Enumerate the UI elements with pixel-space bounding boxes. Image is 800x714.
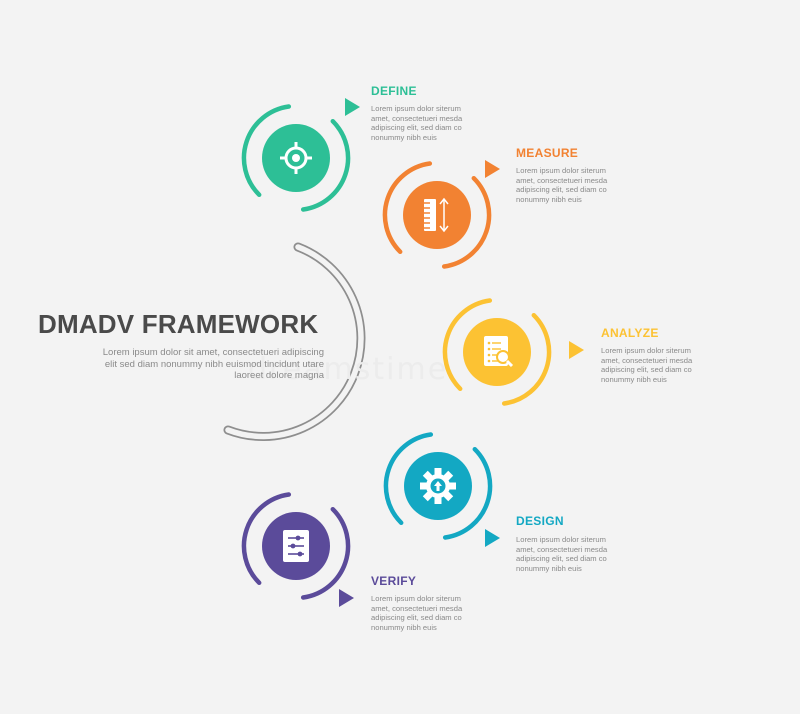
step-description: Lorem ipsum dolor siterum amet, consecte… (371, 104, 463, 142)
step-verify (241, 492, 354, 607)
step-label-verify: VERIFY (371, 574, 417, 588)
pointer-triangle (345, 98, 360, 116)
step-analyze (442, 298, 584, 406)
step-circle (403, 181, 471, 249)
step-arc-right (300, 506, 351, 600)
step-arc-left (442, 298, 493, 392)
step-arc-left (241, 104, 292, 198)
central-arc (223, 242, 366, 441)
step-arc-right (501, 312, 552, 406)
pointer-triangle (485, 160, 500, 178)
ruler-icon (424, 197, 449, 233)
step-description: Lorem ipsum dolor siterum amet, consecte… (516, 535, 608, 573)
step-define (241, 98, 360, 212)
step-arc-left (383, 432, 434, 526)
step-arc-right (300, 118, 351, 212)
gear-icon (420, 468, 456, 504)
step-label-analyze: ANALYZE (601, 326, 659, 340)
sliders-icon (283, 530, 309, 562)
step-arc-left (241, 492, 292, 586)
step-description: Lorem ipsum dolor siterum amet, consecte… (516, 166, 608, 204)
step-description: Lorem ipsum dolor siterum amet, consecte… (601, 346, 693, 384)
pointer-triangle (569, 341, 584, 359)
step-arc-right (441, 175, 492, 269)
step-label-define: DEFINE (371, 84, 417, 98)
step-design (383, 432, 500, 547)
step-description: Lorem ipsum dolor siterum amet, consecte… (371, 594, 463, 632)
diagram-subtitle: Lorem ipsum dolor sit amet, consectetuer… (102, 347, 324, 381)
step-label-design: DESIGN (516, 514, 564, 528)
watermark: dreamstime (248, 352, 449, 387)
target-icon (280, 142, 312, 174)
step-label-measure: MEASURE (516, 146, 579, 160)
step-arc-right (442, 446, 493, 540)
document-search-icon (484, 336, 514, 368)
diagram-title: DMADV FRAMEWORK (38, 309, 319, 339)
pointer-triangle (485, 529, 500, 547)
step-measure (382, 160, 500, 269)
pointer-triangle (339, 589, 354, 607)
step-arc-left (382, 161, 433, 255)
